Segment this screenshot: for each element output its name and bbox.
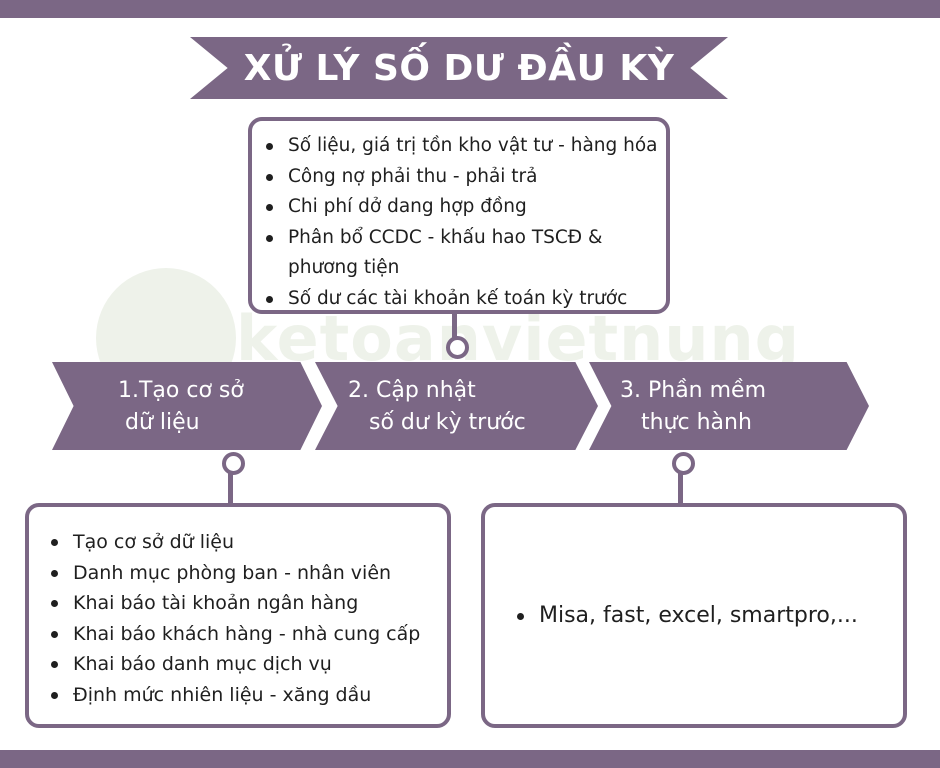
list-item: Công nợ phải thu - phải trả — [262, 162, 658, 193]
list-item: Misa, fast, excel, smartpro,... — [513, 601, 858, 631]
right-box-list: Misa, fast, excel, smartpro,... — [513, 601, 858, 631]
connector-line — [678, 472, 683, 504]
top-box: Số liệu, giá trị tồn kho vật tư - hàng h… — [248, 117, 670, 314]
left-box-list: Tạo cơ sở dữ liệu Danh mục phòng ban - n… — [47, 527, 439, 710]
step-1-label: 1.Tạo cơ sở dữ liệu — [118, 378, 244, 435]
list-item: Khai báo tài khoản ngân hàng — [47, 588, 439, 619]
list-item: Khai báo danh mục dịch vụ — [47, 649, 439, 680]
step-1-chevron: 1.Tạo cơ sở dữ liệu — [52, 362, 322, 450]
connector-knob — [446, 336, 469, 359]
list-item: Khai báo khách hàng - nhà cung cấp — [47, 619, 439, 650]
page-title: XỬ LÝ SỐ DƯ ĐẦU KỲ — [243, 47, 675, 89]
right-box: Misa, fast, excel, smartpro,... — [481, 503, 907, 728]
connector-line — [452, 312, 457, 338]
list-item: Danh mục phòng ban - nhân viên — [47, 558, 439, 589]
list-item: Định mức nhiên liệu - xăng dầu — [47, 680, 439, 711]
list-item: Tạo cơ sở dữ liệu — [47, 527, 439, 558]
connector-knob — [672, 452, 695, 475]
list-item: Số dư các tài khoản kế toán kỳ trước — [262, 284, 658, 315]
list-item: Chi phí dở dang hợp đồng — [262, 192, 658, 223]
connector-line — [228, 472, 233, 504]
step-3-chevron: 3. Phần mềm thực hành — [589, 362, 869, 450]
top-box-list: Số liệu, giá trị tồn kho vật tư - hàng h… — [262, 131, 658, 314]
step-3-label: 3. Phần mềm thực hành — [620, 378, 767, 435]
title-banner: XỬ LÝ SỐ DƯ ĐẦU KỲ — [190, 37, 728, 99]
bottom-band — [0, 750, 940, 768]
top-band — [0, 0, 940, 18]
list-item: Phân bổ CCDC - khấu hao TSCĐ & phương ti… — [262, 223, 658, 284]
connector-knob — [222, 452, 245, 475]
list-item: Số liệu, giá trị tồn kho vật tư - hàng h… — [262, 131, 658, 162]
step-2-chevron: 2. Cập nhật số dư kỳ trước — [315, 362, 598, 450]
left-box: Tạo cơ sở dữ liệu Danh mục phòng ban - n… — [25, 503, 451, 728]
step-2-label: 2. Cập nhật số dư kỳ trước — [348, 378, 526, 435]
